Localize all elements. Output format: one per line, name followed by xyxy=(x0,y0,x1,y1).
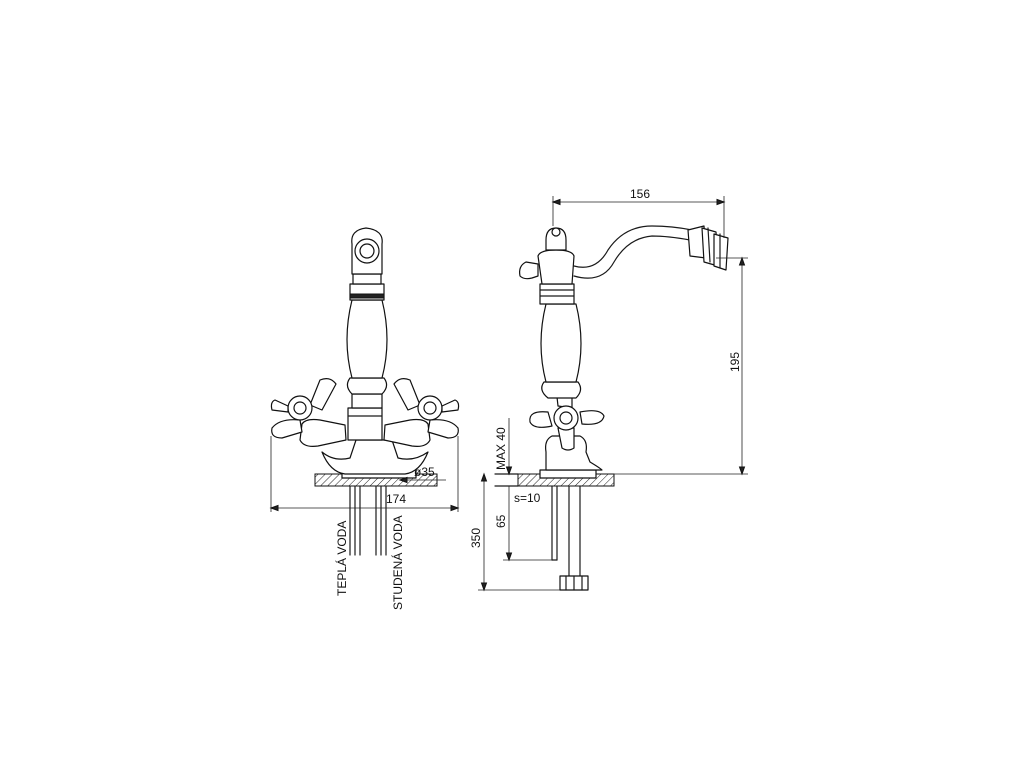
label-height-spout: 195 xyxy=(728,352,742,372)
side-column xyxy=(519,227,582,399)
side-body-base xyxy=(545,435,603,471)
label-max-thickness: MAX 40 xyxy=(494,427,508,470)
label-width-top: 156 xyxy=(630,187,650,201)
front-supply-hoses xyxy=(349,485,387,556)
front-body-base xyxy=(321,439,429,475)
label-hot-water: TEPLÁ VODA xyxy=(334,521,349,596)
label-hose-350: 350 xyxy=(469,528,483,548)
side-spout xyxy=(573,225,729,279)
side-supply-pipes xyxy=(551,485,589,591)
label-base-width: 174 xyxy=(386,492,406,506)
dimension-174 xyxy=(269,436,460,512)
front-column xyxy=(346,227,388,409)
label-hose-65: 65 xyxy=(494,514,508,528)
dimension-max-40 xyxy=(505,418,513,476)
front-view xyxy=(269,227,460,556)
dimension-350 xyxy=(478,472,560,592)
dimension-156 xyxy=(551,196,726,238)
label-diameter: ø35 xyxy=(414,465,435,479)
dimension-65 xyxy=(503,500,552,562)
front-left-handle xyxy=(270,378,347,447)
side-view xyxy=(478,196,748,592)
front-right-handle xyxy=(383,378,460,447)
label-wall: s=10 xyxy=(514,491,541,505)
label-cold-water: STUDENÁ VODA xyxy=(390,515,405,610)
dimension-195 xyxy=(614,256,748,476)
